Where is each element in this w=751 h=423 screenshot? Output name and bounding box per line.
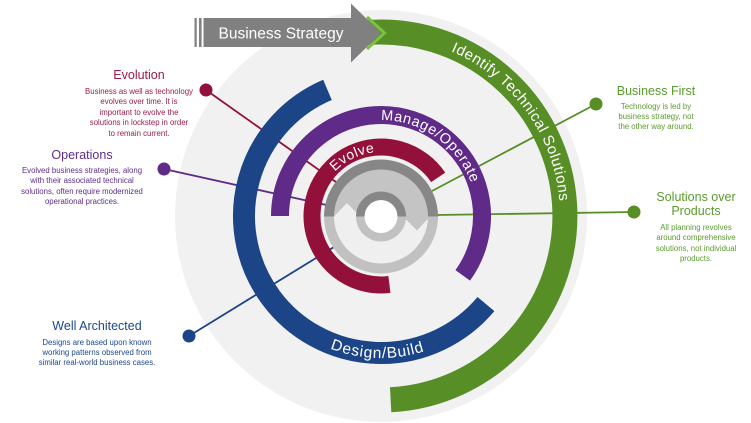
arrow-stripe: [199, 18, 202, 47]
body-line: important to evolve the: [99, 107, 179, 117]
body-line: products.: [679, 254, 713, 264]
callout-solutions-over-products-title: Solutions over Products: [636, 190, 751, 218]
arrow-chevron-accent: [365, 15, 387, 51]
dot-solutions-over-products: [627, 205, 641, 219]
body-line: to remain current.: [108, 128, 170, 138]
arrow-head: [351, 3, 381, 63]
callout-well-architected: Well Architected Designs are based upon …: [17, 0, 177, 423]
callout-evolution-body: Business as well as technology evolves o…: [69, 87, 209, 139]
body-line: the other way around.: [618, 122, 694, 132]
body-line: solutions in lockstep in order: [89, 118, 189, 128]
body-line: around comprehensive: [656, 233, 736, 243]
arrow-stripe: [194, 18, 197, 47]
body-line: working patterns observed from: [42, 347, 152, 357]
callout-evolution-title: Evolution: [113, 68, 165, 82]
body-line: All planning revolves: [660, 223, 732, 232]
body-line: operational practices.: [44, 197, 120, 207]
body-line: solutions, not individual: [655, 243, 737, 253]
callout-well-architected-body: Designs are based upon known working pat…: [17, 338, 177, 369]
ring-identify-technical-solutions: [363, 19, 578, 413]
callout-operations-title: Operations: [51, 148, 113, 162]
body-line: solutions, often require modernized: [21, 186, 143, 196]
callout-business-first-title: Business First: [616, 84, 696, 98]
arrow-label: Business Strategy: [219, 26, 344, 43]
connector-business-first: [431, 103, 597, 192]
body-line: Evolved business strategies, along: [21, 166, 143, 175]
ring-evolve: [303, 138, 446, 294]
callout-operations: Operations Evolved business strategies, …: [2, 0, 162, 423]
center-emblem-icon: [324, 159, 438, 274]
title-line: Products: [671, 204, 721, 218]
callout-solutions-over-products: Solutions over Products All planning rev…: [636, 0, 751, 423]
callout-solutions-over-products-body: All planning revolves around comprehensi…: [636, 223, 751, 265]
emblem-center-hole: [364, 200, 398, 233]
body-line: business strategy, not: [618, 111, 694, 121]
dot-operations: [157, 162, 171, 176]
callout-business-first: Business First Technology is led by busi…: [596, 0, 716, 423]
body-line: evolves over time. It is: [100, 97, 178, 107]
ring-manage-operate: [271, 106, 491, 281]
connector-solutions-over-products: [436, 211, 635, 216]
body-line: similar real-world business cases.: [38, 358, 156, 368]
arrow-body: [203, 18, 353, 47]
body-line: with their associated technical: [30, 176, 134, 186]
callout-well-architected-title: Well Architected: [52, 319, 142, 333]
callout-operations-body: Evolved business strategies, along with …: [2, 166, 162, 208]
body-line: Technology is led by: [620, 101, 692, 111]
emblem-zigzag-right: [403, 216, 430, 231]
ring-design-build: [233, 79, 495, 364]
business-strategy-arrow: Business Strategy: [194, 3, 387, 63]
dot-evolution: [199, 83, 213, 97]
callout-business-first-body: Technology is led by business strategy, …: [596, 102, 716, 133]
body-line: Designs are based upon known: [42, 337, 152, 347]
title-line: Solutions over: [656, 190, 736, 204]
body-line: Business as well as technology: [85, 87, 193, 96]
dot-business-first: [589, 97, 603, 111]
dot-well-architected: [182, 329, 196, 343]
callout-evolution: Evolution Business as well as technology…: [69, 0, 209, 423]
emblem-zigzag-left: [334, 203, 360, 217]
